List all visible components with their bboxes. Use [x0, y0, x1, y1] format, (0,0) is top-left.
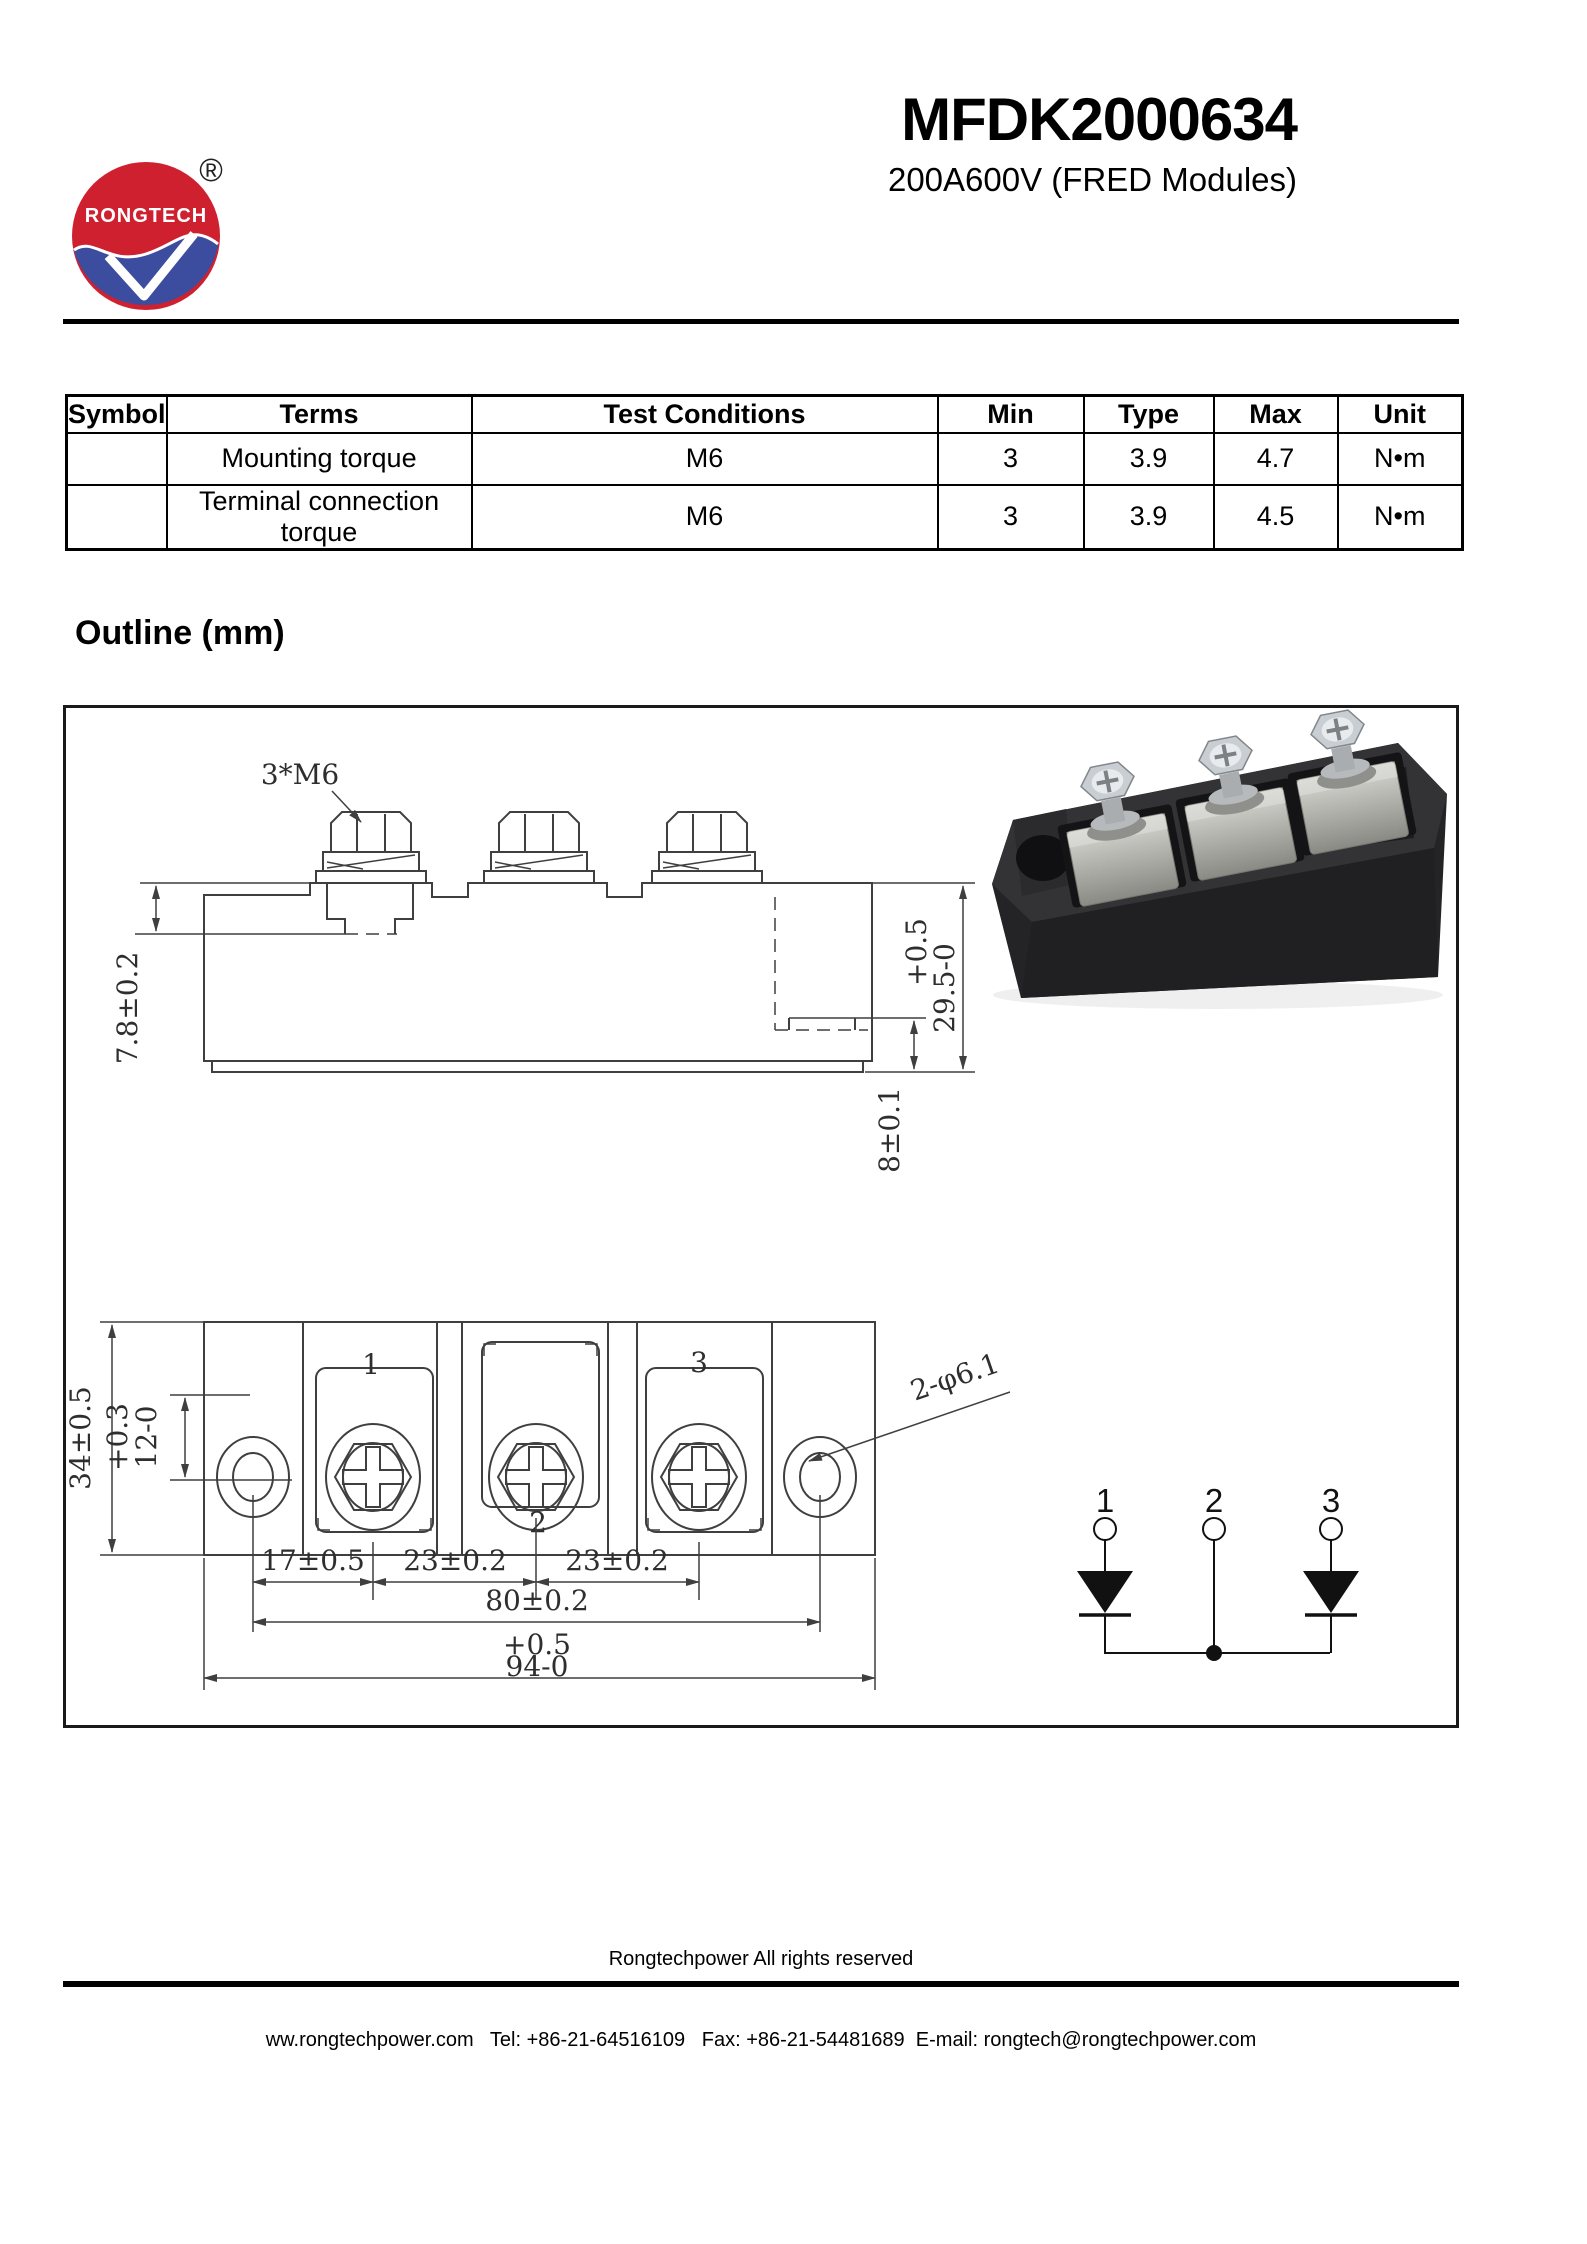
circuit-terminal-1: 1: [1096, 1482, 1114, 1519]
dim-label-lid-height: 7.8±0.2: [111, 952, 144, 1065]
title-block: MFDK2000634 200A600V (FRED Modules): [887, 86, 1298, 199]
dim-label-hole-offset: 12-0: [130, 1406, 163, 1469]
test-conditions-cell: M6: [470, 483, 939, 550]
dim-label-bolts: 3*M6: [261, 758, 339, 791]
test-conditions-cell: M6: [470, 431, 939, 486]
table-row: Terminal connection torque M6 3 3.9 4.5 …: [65, 483, 1464, 550]
diode-icon: [1303, 1571, 1359, 1613]
col-header-type: Type: [1082, 394, 1215, 434]
dim-label-pitch-t1-t2: 23±0.2: [403, 1544, 507, 1577]
dim-label-hole-span: 80±0.2: [485, 1584, 589, 1617]
max-cell: 4.7: [1212, 431, 1339, 486]
dim-label-pitch-hole-t1: 17±0.5: [261, 1544, 365, 1577]
col-header-symbol: Symbol: [65, 394, 168, 434]
terminal-label-2: 2: [529, 1506, 547, 1539]
dim-label-total-height: 29.5-0: [928, 943, 961, 1033]
col-header-test-conditions: Test Conditions: [470, 394, 939, 434]
outline-drawing: 3*M6 7.8±0.2 +0.5 29.5-0 8±0.1: [63, 705, 1459, 1728]
dim-label-pitch-t2-t3: 23±0.2: [565, 1544, 669, 1577]
side-view-drawing: 3*M6 7.8±0.2 +0.5 29.5-0 8±0.1: [111, 758, 975, 1173]
circuit-terminal-2: 2: [1205, 1482, 1223, 1519]
brand-logo-icon: RONGTECH ®: [72, 152, 223, 310]
footer-divider: [63, 1981, 1459, 1987]
outline-drawing-box: 3*M6 7.8±0.2 +0.5 29.5-0 8±0.1: [63, 705, 1459, 1728]
terminal-label-3: 3: [690, 1346, 708, 1379]
circuit-schematic: 1 2 3: [1077, 1482, 1359, 1661]
terminal-label-1: 1: [362, 1348, 380, 1381]
max-cell: 4.5: [1212, 483, 1339, 550]
outline-heading: Outline (mm): [75, 614, 285, 652]
col-header-max: Max: [1212, 394, 1339, 434]
logo-brand-text: RONGTECH: [85, 205, 207, 227]
table-row: Mounting torque M6 3 3.9 4.7 N•m: [65, 431, 1464, 486]
dim-label-total-length: 94-0: [506, 1650, 569, 1683]
dim-label-hole-offset-tol: +0.3: [101, 1403, 134, 1471]
dim-label-hole-diameter: 2-φ6.1: [906, 1347, 1003, 1408]
terms-cell: Mounting torque: [165, 431, 473, 486]
page-subtitle: 200A600V (FRED Modules): [887, 161, 1297, 198]
dim-label-body-width: 34±0.5: [64, 1386, 97, 1490]
page-footer: Rongtechpower All rights reserved ww.ron…: [63, 1892, 1459, 2108]
header-divider: [63, 319, 1459, 324]
logo-check-icon: [104, 231, 198, 301]
diode-icon: [1077, 1571, 1133, 1613]
module-photo: [992, 705, 1447, 1009]
symbol-cell: [65, 483, 168, 550]
dim-label-base-height: 8±0.1: [873, 1087, 906, 1173]
min-cell: 3: [936, 431, 1085, 486]
outline-box-frame: [63, 705, 1459, 1728]
unit-cell: N•m: [1336, 483, 1464, 550]
junction-dot: [1206, 1645, 1222, 1661]
logo-wave-highlight: [73, 233, 219, 259]
col-header-min: Min: [936, 394, 1085, 434]
type-cell: 3.9: [1082, 431, 1215, 486]
unit-cell: N•m: [1336, 431, 1464, 486]
type-cell: 3.9: [1082, 483, 1215, 550]
footer-copyright: Rongtechpower All rights reserved: [608, 1948, 914, 1970]
dim-label-total-height-tol: +0.5: [900, 918, 933, 986]
dim-label-total-length-tol: +0.5: [503, 1628, 571, 1661]
circuit-terminal-3: 3: [1322, 1482, 1340, 1519]
terms-cell: Terminal connection torque: [165, 483, 473, 550]
col-header-terms: Terms: [165, 394, 473, 434]
registered-mark-icon: ®: [199, 152, 223, 188]
top-view-drawing: 1 2 3 34±0.5 +0.3 12-0 17±0.5 23±0.2: [64, 1321, 1011, 1690]
footer-contacts: ww.rongtechpower.com Tel: +86-21-6451610…: [265, 2029, 1257, 2051]
page-title: MFDK2000634: [901, 86, 1298, 153]
col-header-unit: Unit: [1336, 394, 1464, 434]
spec-table-header-row: Symbol Terms Test Conditions Min Type Ma…: [65, 394, 1464, 434]
spec-table: Symbol Terms Test Conditions Min Type Ma…: [65, 394, 1465, 551]
min-cell: 3: [936, 483, 1085, 550]
symbol-cell: [65, 431, 168, 486]
